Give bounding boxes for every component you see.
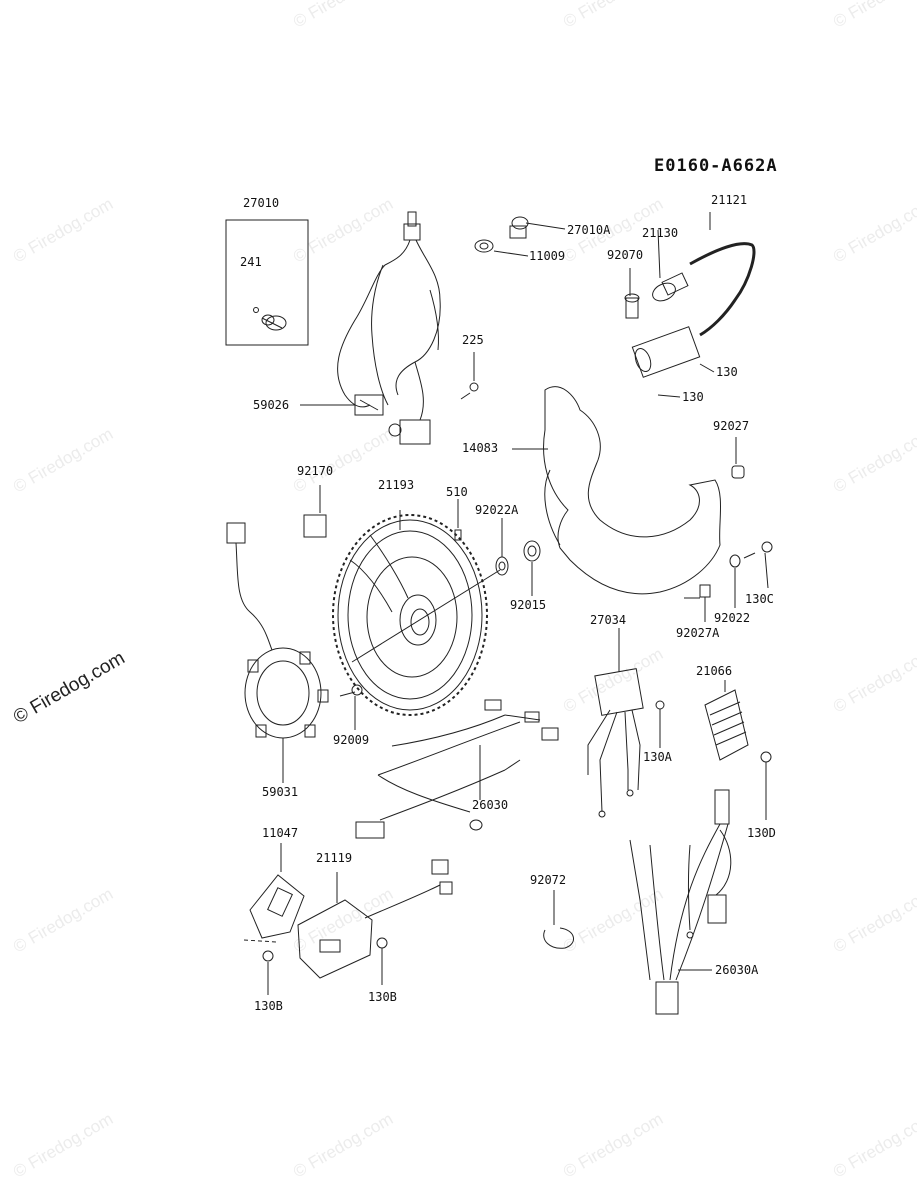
- diagram-code: E0160-A662A: [654, 156, 778, 176]
- part-label-92170: 92170: [297, 464, 334, 478]
- igniter-27034: [587, 628, 644, 818]
- collar-92027: [731, 437, 745, 479]
- switch-kit-box: [225, 219, 309, 346]
- bolt-130D: [760, 751, 772, 820]
- part-label-27034: 27034: [590, 613, 627, 627]
- regulator-21066: [704, 680, 749, 761]
- bolt-130B-2: [376, 937, 388, 985]
- bolt-130A: [655, 700, 665, 748]
- part-label-130C: 130C: [745, 592, 774, 606]
- harness-26030A: [629, 789, 732, 1015]
- bolt-130B-1: [243, 939, 277, 995]
- part-label-21193: 21193: [378, 478, 415, 492]
- part-label-130-lower: 130: [682, 390, 704, 404]
- part-label-27010: 27010: [243, 196, 280, 210]
- part-label-21066: 21066: [696, 664, 733, 678]
- part-label-241: 241: [240, 255, 262, 269]
- part-label-130-upper: 130: [716, 365, 738, 379]
- collar-92027A: [684, 584, 711, 622]
- part-label-21121: 21121: [711, 193, 748, 207]
- flywheel-21193: [332, 510, 488, 716]
- washer-92022: [729, 554, 741, 608]
- part-label-225: 225: [462, 333, 484, 347]
- nut-92015: [351, 540, 541, 663]
- part-label-27010A: 27010A: [567, 223, 611, 237]
- part-label-21119: 21119: [316, 851, 353, 865]
- flywheel-cover-14083: [512, 386, 722, 595]
- washer-11009: [474, 239, 529, 257]
- part-label-26030: 26030: [472, 798, 509, 812]
- ignition-coil-21121: [631, 212, 756, 398]
- part-label-14083: 14083: [462, 441, 499, 455]
- plug-92070: [624, 268, 640, 319]
- harness-59026: [337, 211, 441, 445]
- part-label-130B-left: 130B: [254, 999, 283, 1013]
- part-label-92009: 92009: [333, 733, 370, 747]
- part-label-92022: 92022: [714, 611, 751, 625]
- bolt-225: [460, 352, 479, 400]
- part-label-92015: 92015: [510, 598, 547, 612]
- bolt-130C: [743, 541, 773, 589]
- part-label-92022A: 92022A: [475, 503, 519, 517]
- clamp-92072: [543, 890, 574, 949]
- part-label-11047: 11047: [262, 826, 299, 840]
- part-label-130B-right: 130B: [368, 990, 397, 1004]
- part-label-21130: 21130: [642, 226, 679, 240]
- part-label-59026: 59026: [253, 398, 290, 412]
- washer-92022A: [495, 518, 509, 576]
- switch-27010A: [509, 216, 566, 239]
- part-label-26030A: 26030A: [715, 963, 759, 977]
- part-label-59031: 59031: [262, 785, 299, 799]
- part-label-92027A: 92027A: [676, 626, 720, 640]
- part-label-130A: 130A: [643, 750, 672, 764]
- part-label-92072: 92072: [530, 873, 567, 887]
- part-label-11009: 11009: [529, 249, 566, 263]
- part-label-130D: 130D: [747, 826, 776, 840]
- bracket-92170: [303, 485, 327, 538]
- regulator-21119: [297, 859, 453, 979]
- harness-26030: [355, 699, 559, 839]
- plug-cap-21130: [652, 229, 689, 302]
- bracket-11047: [249, 843, 305, 939]
- part-label-92027: 92027: [713, 419, 750, 433]
- stator-59031: [226, 522, 329, 783]
- key-510: [454, 499, 462, 541]
- part-label-92070: 92070: [607, 248, 644, 262]
- oil-switch-241: [253, 307, 287, 331]
- bolt-92009: [339, 684, 363, 730]
- part-label-510: 510: [446, 485, 468, 499]
